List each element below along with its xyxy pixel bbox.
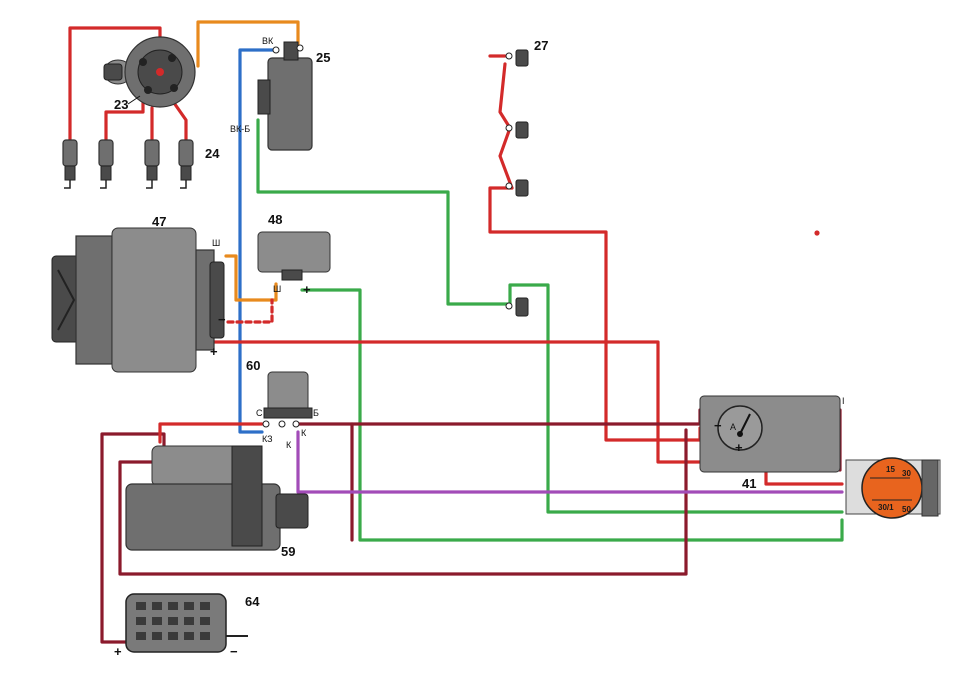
relay-terminal-k3: КЗ xyxy=(262,434,273,444)
switch-contact-3 xyxy=(505,179,529,197)
wire-coil-center-to-distributor xyxy=(196,20,300,68)
label-spark-plugs: 24 xyxy=(205,146,220,161)
instrument-terminal-plus: + xyxy=(735,440,743,455)
switch-contact-1 xyxy=(505,49,529,67)
switch-contact-4 xyxy=(505,297,529,317)
generator-terminal-minus: − xyxy=(218,312,226,327)
spark-plug-1 xyxy=(62,139,78,189)
instrument-terminal-i: I xyxy=(842,396,845,406)
ignition-lock xyxy=(845,457,941,519)
wire-ignition-chain xyxy=(488,54,514,190)
ignition-switch xyxy=(505,49,529,317)
ignition-coil xyxy=(257,41,313,151)
lock-terminal-30: 30 xyxy=(902,469,911,478)
label-starter-relay: 60 xyxy=(246,358,260,373)
lock-terminal-30-1: 30/1 xyxy=(878,503,894,512)
spark-plug-4 xyxy=(178,139,194,189)
relay-terminal-s: С xyxy=(256,408,263,418)
label-battery: 64 xyxy=(245,594,260,609)
label-instrument: 41 xyxy=(742,476,756,491)
battery-terminal-plus: + xyxy=(114,644,122,659)
wire-battery-main xyxy=(118,428,688,576)
voltage-regulator xyxy=(257,231,331,281)
relay-terminal-k2: К xyxy=(301,428,307,438)
battery-terminal-minus: − xyxy=(230,644,238,659)
distributor xyxy=(103,36,196,108)
battery xyxy=(125,593,248,653)
instrument-panel xyxy=(699,395,841,473)
relay-terminal-k: К xyxy=(286,440,292,450)
wire-purple-start xyxy=(296,430,844,494)
spark-plugs xyxy=(62,139,194,189)
wires xyxy=(68,20,844,644)
wire-green-regulator-to-switch xyxy=(300,288,844,542)
relay-terminal-b: Б xyxy=(313,408,319,418)
label-distributor: 23 xyxy=(114,97,128,112)
wire-orange-field xyxy=(224,254,278,302)
lock-terminal-15: 15 xyxy=(886,465,895,474)
spark-plug-2 xyxy=(98,139,114,189)
generator-terminal-sh: Ш xyxy=(212,238,220,248)
spark-plug-3 xyxy=(144,139,160,189)
starter xyxy=(125,445,309,551)
instrument-terminal-a: A xyxy=(730,422,736,432)
regulator-terminal-sh: Ш xyxy=(273,284,281,294)
regulator-terminal-plus: + xyxy=(303,282,311,297)
label-starter: 59 xyxy=(281,544,295,559)
coil-terminal-vk-b: ВК-Б xyxy=(230,124,250,134)
label-ignition-switch: 27 xyxy=(534,38,548,53)
lock-terminal-50: 50 xyxy=(902,505,911,514)
generator-terminal-plus: + xyxy=(210,344,218,359)
wire-battery-plus xyxy=(100,432,166,644)
wire-ht-plug-2 xyxy=(104,100,145,142)
instrument-terminal-minus: − xyxy=(714,418,722,433)
coil-terminal-vk: ВК xyxy=(262,36,274,46)
label-generator: 47 xyxy=(152,214,166,229)
wire-ht-plug-4 xyxy=(170,98,188,142)
wire-blue-vk xyxy=(238,48,277,434)
switch-contact-2 xyxy=(505,121,529,139)
generator xyxy=(51,227,225,373)
starter-relay xyxy=(262,371,313,428)
wire-generator-ground xyxy=(226,298,274,324)
label-ignition-coil: 25 xyxy=(316,50,330,65)
label-voltage-regulator: 48 xyxy=(268,212,282,227)
wire-relay-s-to-starter xyxy=(158,422,264,444)
stray-dot xyxy=(814,230,820,236)
